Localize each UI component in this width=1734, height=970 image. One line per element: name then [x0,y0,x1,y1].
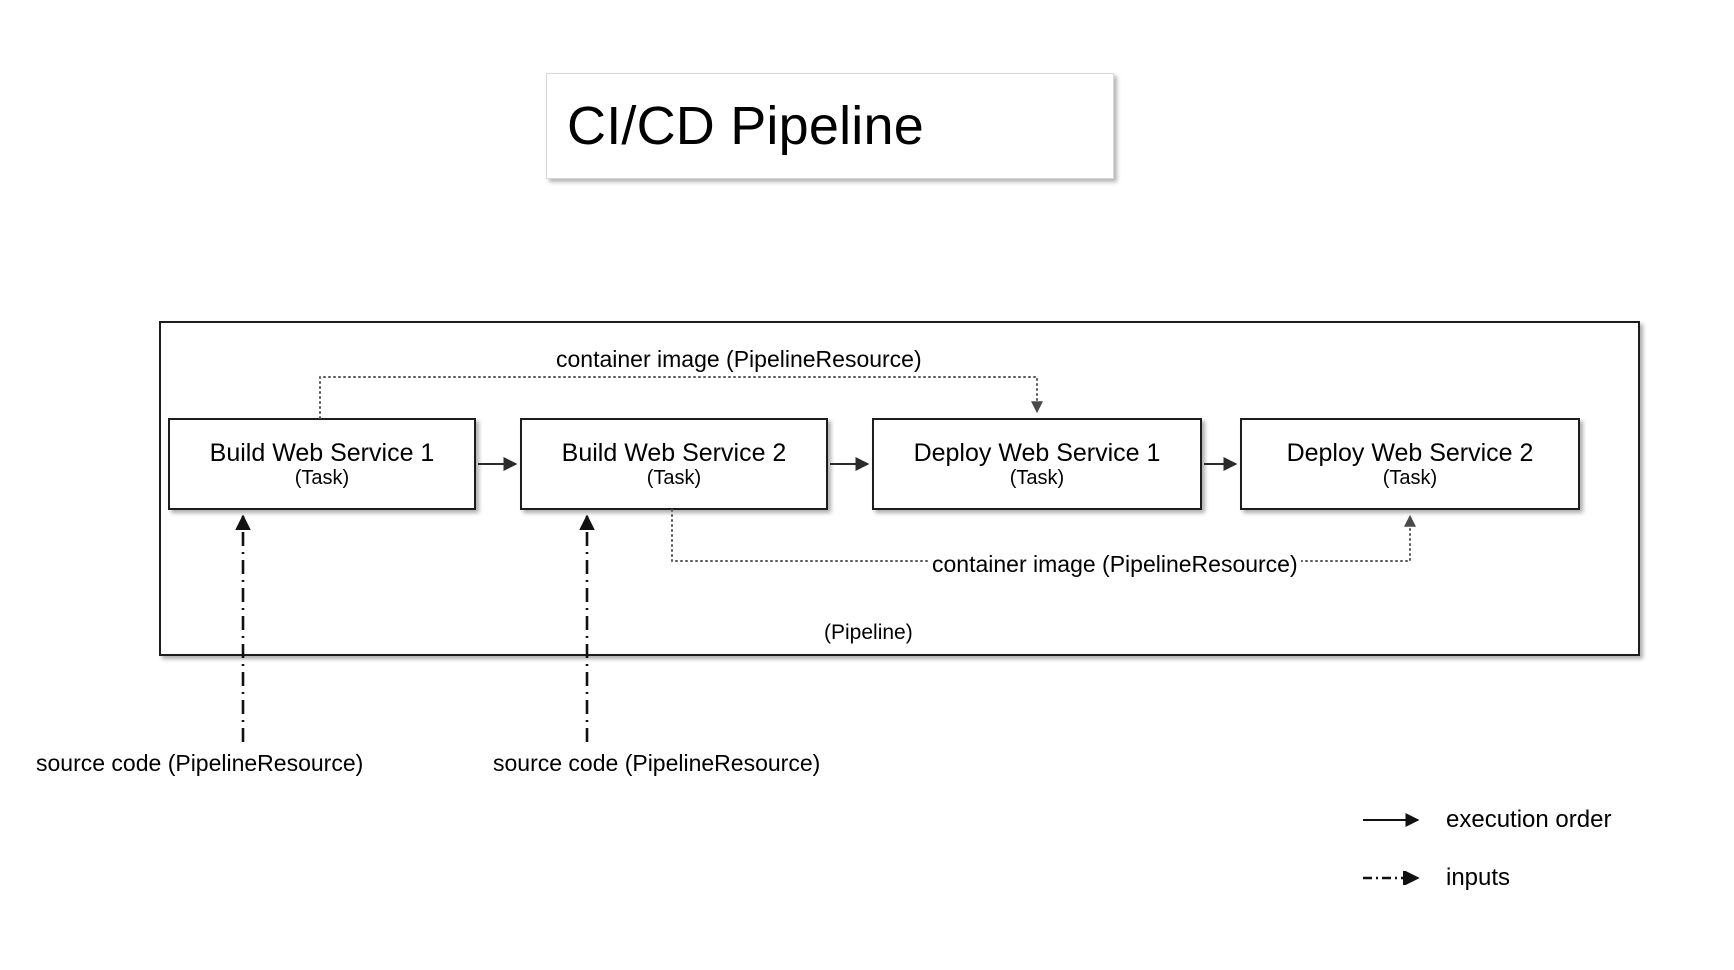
task-kind: (Task) [294,466,350,489]
task-node-build-web-service-1[interactable]: Build Web Service 1 (Task) [168,418,476,510]
page-title: CI/CD Pipeline [567,95,924,156]
legend-label-inputs: inputs [1446,864,1511,891]
task-node-deploy-web-service-1[interactable]: Deploy Web Service 1 (Task) [872,418,1202,510]
legend-swatch-solid-arrow-icon [1363,813,1420,827]
task-kind: (Task) [1382,466,1438,489]
edge-label-source-code-1: source code (PipelineResource) [33,750,367,777]
task-kind: (Task) [1009,466,1065,489]
task-kind: (Task) [646,466,702,489]
task-title: Deploy Web Service 2 [1286,438,1534,467]
edge-label-source-code-2: source code (PipelineResource) [490,750,824,777]
pipeline-caption: (Pipeline) [824,621,913,644]
legend-item-inputs: inputs [1362,864,1510,892]
edge-label-container-image-top: container image (PipelineResource) [553,346,925,373]
diagram-title-card: CI/CD Pipeline [546,73,1114,179]
task-node-build-web-service-2[interactable]: Build Web Service 2 (Task) [520,418,828,510]
task-title: Build Web Service 2 [561,438,787,467]
task-title: Deploy Web Service 1 [913,438,1161,467]
task-title: Build Web Service 1 [209,438,435,467]
legend-item-execution-order: execution order [1362,806,1611,834]
task-node-deploy-web-service-2[interactable]: Deploy Web Service 2 (Task) [1240,418,1580,510]
legend-label-execution-order: execution order [1446,806,1612,833]
legend-swatch-dash-dot-arrow-icon [1363,871,1420,885]
edge-label-container-image-bottom: container image (PipelineResource) [929,551,1301,578]
